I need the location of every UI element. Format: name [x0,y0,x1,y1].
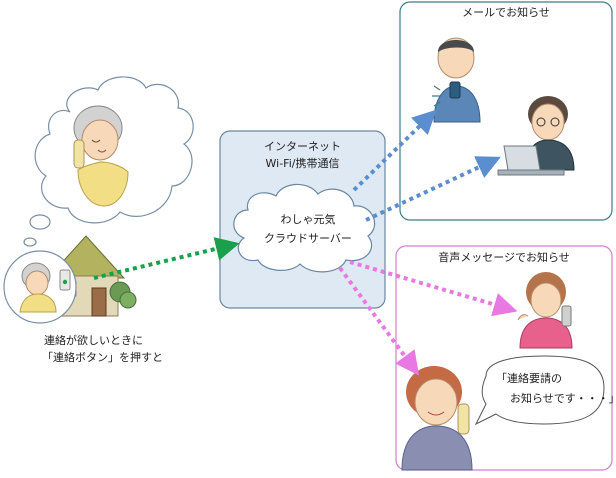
man-with-phone [432,37,481,123]
speech-line1: 「連絡要請の [496,372,562,385]
speech-bubble [474,355,605,426]
arrow-internet-to-woman-phone [349,260,518,317]
arrow-internet-to-man [352,109,437,192]
woman-at-laptop [497,96,575,176]
caller-caption-line2: 「連絡ボタン」を押すと [42,351,163,364]
speech-line2: お知らせです・・・」 [510,392,616,405]
server-line1: わしゃ元気 [280,213,336,226]
caller-avatar [3,250,77,324]
woman-with-handset [401,366,473,471]
arrow-internet-to-laptop [365,156,501,222]
mail-title: メールでお知らせ [462,6,550,19]
caller-caption-line1: 連絡が欲しいときに [44,334,143,347]
arrow-caller-to-internet [93,237,240,280]
thought-bubble [23,76,194,247]
internet-title: インターネット [264,140,341,153]
internet-subtitle: Wi-Fi/携帯通信 [265,157,340,170]
voice-title: 音声メッセージでお知らせ [438,251,570,264]
server-line2: クラウドサーバー [264,232,352,245]
cloud-server [233,183,376,273]
woman-with-phone [517,272,573,349]
